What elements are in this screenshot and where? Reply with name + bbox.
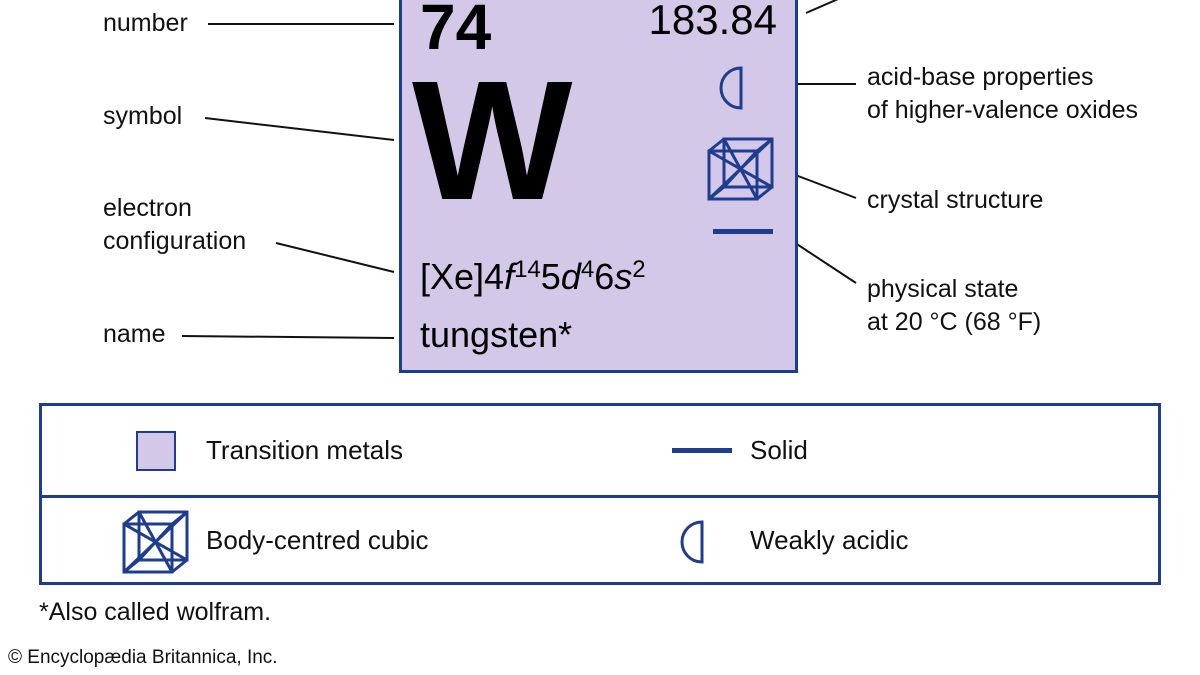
legend-divider — [42, 495, 1158, 498]
atomic-weight: 183.84 — [648, 0, 777, 43]
legend-crystal: Body-centred cubic — [206, 525, 429, 555]
body-centred-cubic-icon — [707, 137, 774, 201]
electron-configuration: [Xe]4f145d46s2 — [420, 256, 646, 297]
body-centred-cubic-icon — [122, 510, 189, 574]
label-acid-base-line2: of higher-valence oxides — [867, 96, 1138, 124]
label-acid-base-line1: acid-base properties — [867, 63, 1094, 91]
footnote: *Also called wolfram. — [39, 598, 272, 626]
label-number: number — [103, 9, 188, 37]
solid-state-icon — [672, 448, 732, 453]
name-leader — [181, 335, 395, 339]
category-swatch — [136, 431, 176, 471]
element-name: tungsten* — [420, 314, 573, 355]
atomic-number: 74 — [420, 0, 492, 63]
symbol-leader — [204, 117, 395, 141]
element-symbol: W — [412, 46, 572, 236]
legend-state: Solid — [750, 435, 808, 465]
copyright-credit: © Encyclopædia Britannica, Inc. — [8, 647, 278, 668]
weight-leader — [805, 0, 839, 14]
label-name: name — [103, 320, 166, 348]
weakly-acidic-icon — [719, 66, 743, 110]
element-card: 74 183.84 W [Xe]4f145d46s2 tungsten* — [399, 0, 798, 373]
solid-state-icon — [713, 229, 773, 234]
legend-category: Transition metals — [206, 435, 403, 465]
legend-acidity: Weakly acidic — [750, 525, 909, 555]
label-physical-state-line1: physical state — [867, 275, 1019, 303]
legend-box: Transition metals Solid Body-centred cub… — [39, 403, 1161, 585]
label-electron-configuration-line2: configuration — [103, 227, 247, 255]
label-electron-configuration-line1: electron — [103, 194, 192, 222]
weakly-acidic-icon — [680, 520, 704, 564]
configuration-leader — [275, 242, 395, 273]
label-crystal-structure: crystal structure — [867, 186, 1044, 214]
label-symbol: symbol — [103, 102, 183, 130]
label-physical-state-line2: at 20 °C (68 °F) — [867, 308, 1042, 336]
